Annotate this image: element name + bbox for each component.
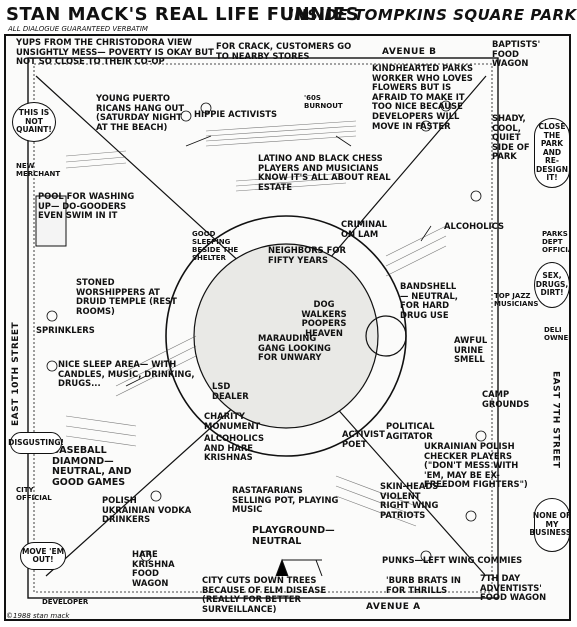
label-crack: FOR CRACK, CUSTOMERS GO TO NEARBY STORES [216, 41, 352, 61]
street-avenue-a: AVENUE A [366, 602, 421, 612]
street-east-10th: EAST 10TH STREET [11, 321, 21, 426]
label-pool: POOL FOR WASHING UP— DO-GOODERS EVEN SWI… [38, 191, 135, 221]
label-polish-vodka: POLISH UKRAINIAN VODKA DRINKERS [102, 495, 192, 525]
label-burb: 'BURB BRATS IN FOR THRILLS [386, 575, 461, 595]
label-alcoholics-ne: ALCOHOLICS [444, 221, 504, 231]
label-good-sleeping: GOOD SLEEPING BESIDE THE SHELTER [192, 230, 239, 262]
label-sprinklers: SPRINKLERS [36, 325, 95, 335]
label-hippie: HIPPIE ACTIVISTS [194, 109, 277, 119]
label-dog-walkers: DOG WALKERS POOPERS HEAVEN [301, 299, 347, 338]
label-lsd: LSD DEALER [212, 381, 249, 401]
label-city-official: CITY OFFICIAL [16, 486, 52, 502]
bubble-sex-drugs: SEX, DRUGS, DIRT! [534, 262, 569, 308]
place-title: INSIDE TOMPKINS SQUARE PARK [288, 6, 577, 24]
label-political: POLITICAL AGITATOR [386, 421, 435, 441]
label-camp: CAMP GROUNDS [482, 389, 530, 409]
label-hare-krishna: HARE KRISHNA FOOD WAGON [132, 549, 175, 588]
label-bandshell: BANDSHELL— NEUTRAL, FOR HARD DRUG USE [400, 281, 458, 320]
label-baseball: BASEBALL DIAMOND— NEUTRAL, AND GOOD GAME… [52, 445, 132, 488]
bubble-not-quaint: THIS IS NOT QUAINT! [12, 102, 56, 142]
bubble-disgusting: DISGUSTING! [8, 432, 64, 454]
bubble-none-of-my-text: NONE OF MY BUSINESS! [529, 511, 571, 538]
label-ukrainian-polish: UKRAINIAN POLISH CHECKER PLAYERS ("DON'T… [424, 441, 528, 490]
label-stoned: STONED WORSHIPPERS AT DRUID TEMPLE (REST… [76, 277, 177, 316]
label-city-cuts: CITY CUTS DOWN TREES BECAUSE OF ELM DISE… [202, 575, 327, 614]
label-parks-dept: PARKS DEPT OFFICIAL [542, 230, 569, 254]
park-map-panel: AVENUE B AVENUE A EAST 10TH STREET EAST … [4, 34, 571, 621]
label-skinheads: SKIN-HEADS— VIOLENT RIGHT WING PATRIOTS [380, 481, 447, 520]
comic-subtitle: ALL DIALOGUE GUARANTEED VERBATIM [8, 25, 148, 33]
comic-title: STAN MACK'S REAL LIFE FUNNIES [6, 4, 360, 25]
bubble-none-of-my: NONE OF MY BUSINESS! [529, 498, 569, 552]
street-east-7th: EAST 7TH STREET [550, 371, 561, 469]
label-punks: PUNKS—LEFT WING COMMIES [382, 555, 523, 565]
label-shady: SHADY, COOL, QUIET SIDE OF PARK [492, 113, 530, 162]
park-map-drawing [27, 57, 499, 599]
label-developer: DEVELOPER [42, 598, 89, 606]
comic-header: STAN MACK'S REAL LIFE FUNNIES ALL DIALOG… [6, 4, 576, 33]
label-new-merchant: NEW MERCHANT [16, 162, 61, 178]
label-playground: PLAYGROUND— NEUTRAL [252, 525, 335, 547]
label-burnout: '60s BURNOUT [304, 94, 343, 110]
label-yups: YUPS FROM THE CHRISTODORA VIEW UNSIGHTLY… [16, 37, 214, 67]
label-criminal: CRIMINAL ON LAM [341, 219, 387, 239]
label-charity: CHARITY MONUMENT [204, 411, 261, 431]
label-neighbors: NEIGHBORS FOR FIFTY YEARS [268, 245, 346, 265]
label-marauding: MARAUDING GANG LOOKING FOR UNWARY [258, 333, 331, 363]
bubble-move-em-out: MOVE 'EM OUT! [20, 542, 66, 570]
label-nice-sleep: NICE SLEEP AREA— WITH CANDLES, MUSIC, DR… [58, 359, 195, 389]
label-deli-owner: DELI OWNER [544, 326, 571, 342]
label-rastafarians: RASTAFARIANS SELLING POT, PLAYING MUSIC [232, 485, 339, 515]
label-seventh-day: 7TH DAY ADVENTISTS' FOOD WAGON [480, 573, 547, 603]
label-top-jazz: TOP JAZZ MUSICIANS [494, 292, 539, 308]
street-avenue-b: AVENUE B [382, 47, 437, 57]
label-young-pr: YOUNG PUERTO RICANS HANG OUT (SATURDAY N… [96, 93, 185, 132]
bubble-disgusting-text: DISGUSTING! [8, 437, 64, 447]
copyright-credit: ©1988 stan mack [6, 612, 70, 620]
label-activist: ACTIVIST POET [342, 429, 385, 449]
bubble-move-em-out-text: MOVE 'EM OUT! [21, 546, 65, 564]
label-kindhearted: KINDHEARTED PARKS WORKER WHO LOVES FLOWE… [372, 63, 473, 131]
bubble-sex-drugs-text: SEX, DRUGS, DIRT! [535, 271, 569, 298]
bubble-not-quaint-text: THIS IS NOT QUAINT! [16, 108, 52, 135]
bubble-close-park: CLOSE THE PARK AND RE-DESIGN IT! [534, 118, 569, 188]
label-alcoholics-kr: ALCOHOLICS AND HARE KRISHNAS [204, 433, 264, 463]
label-awful-urine: AWFUL URINE SMELL [454, 335, 488, 365]
bubble-close-park-text: CLOSE THE PARK AND RE-DESIGN IT! [536, 122, 568, 183]
label-chess: LATINO AND BLACK CHESS PLAYERS AND MUSIC… [258, 153, 391, 192]
label-baptists: BAPTISTS' FOOD WAGON [492, 39, 541, 69]
